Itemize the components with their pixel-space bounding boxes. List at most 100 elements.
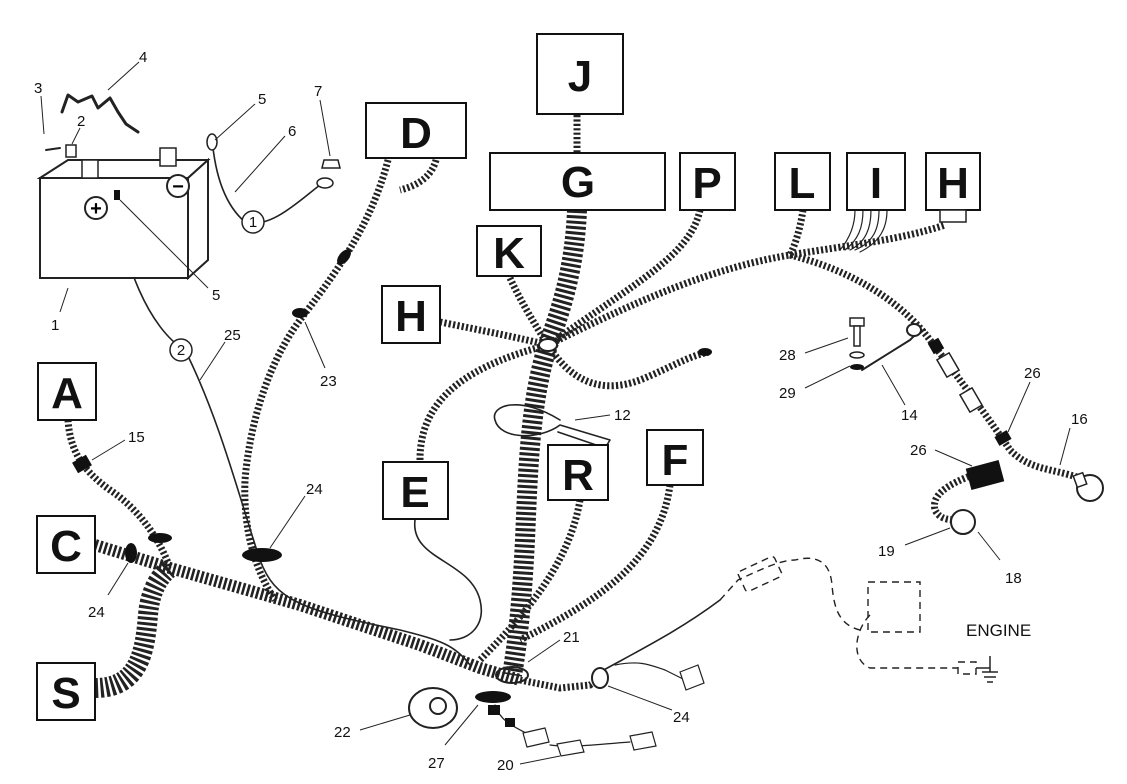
clamp-a (148, 533, 172, 543)
callout-14: 14 (901, 407, 918, 424)
callout-28: 28 (779, 347, 796, 364)
cable-6-ring (316, 177, 334, 189)
callout-7: 7 (314, 83, 322, 100)
connector-box-e: E (382, 461, 449, 520)
connector-right-b (958, 386, 984, 414)
grommet-24-right (591, 667, 609, 689)
terminal-2 (65, 144, 77, 158)
clamp-d-upper (337, 249, 351, 265)
callout-24-center: 24 (306, 481, 323, 498)
ground-symbol-icon (976, 656, 998, 683)
terminals-20-wire (494, 704, 631, 747)
connector-box-j: J (536, 33, 624, 115)
connector-26-upper (994, 430, 1012, 446)
cable-25 (117, 199, 471, 666)
callout-24-right: 24 (673, 709, 690, 726)
callout-26-lower: 26 (910, 442, 927, 459)
svg-text:K: K (493, 229, 525, 278)
l-lead-harness (786, 209, 807, 257)
d-lead-harness (241, 159, 392, 602)
engine-label: ENGINE (966, 621, 1031, 640)
callout-1: 1 (51, 317, 59, 334)
nut-7 (321, 159, 341, 169)
callout-5-battery: 5 (212, 287, 220, 304)
battery-cable-4 (60, 93, 140, 134)
g-vertical-harness (502, 209, 587, 677)
ring-terminal-lead (545, 343, 711, 390)
grommet-21 (495, 666, 529, 684)
connector-box-h-right: H (925, 152, 981, 223)
callout-21: 21 (563, 629, 580, 646)
battery-1 (36, 147, 211, 281)
callout-29: 29 (779, 385, 796, 402)
s-loop-harness (94, 559, 177, 698)
connector-26-lower (965, 459, 1005, 491)
svg-text:E: E (400, 468, 429, 517)
nut-29 (850, 364, 864, 370)
ground-strap (614, 662, 686, 681)
circled-label-1-text: 1 (249, 214, 257, 231)
terminal-20a-icon (522, 727, 550, 748)
lamp-19-icon (950, 509, 976, 535)
callout-15: 15 (128, 429, 145, 446)
battery-positive-symbol: + (90, 198, 102, 220)
main-trunk-harness (93, 539, 522, 686)
callout-23: 23 (320, 373, 337, 390)
svg-text:H: H (395, 292, 427, 341)
connector-upper-right (927, 337, 945, 355)
svg-text:C: C (50, 522, 82, 571)
callout-6: 6 (288, 123, 296, 140)
svg-text:I: I (870, 159, 882, 208)
engine-ground-dashed (856, 614, 958, 669)
circled-label-1 (241, 210, 265, 234)
i-wires (839, 209, 888, 253)
connector-box-f: F (646, 429, 704, 486)
cable-6-terminal (206, 133, 218, 151)
callout-20: 20 (497, 757, 514, 774)
callout-22: 22 (334, 724, 351, 741)
callout-27: 27 (428, 755, 445, 772)
terminal-20b-icon (556, 739, 585, 757)
screw-28-shank (853, 325, 861, 347)
grommet-22-hole (429, 697, 447, 715)
svg-text:A: A (51, 369, 83, 418)
engine-connector-dashed (737, 555, 783, 593)
terminal-20c-icon (629, 731, 657, 751)
circled-label-2-text: 2 (177, 342, 185, 359)
clamp-27 (475, 691, 511, 703)
callout-4: 4 (139, 49, 147, 66)
connector-box-c: C (36, 515, 96, 574)
callout-26-upper: 26 (1024, 365, 1041, 382)
callout-18: 18 (1005, 570, 1022, 587)
connector-box-g: G (489, 152, 666, 211)
connector-box-l: L (774, 152, 831, 211)
washer-29 (849, 351, 865, 359)
callout-12: 12 (614, 407, 631, 424)
connector-box-k: K (476, 225, 542, 278)
svg-text:G: G (561, 158, 595, 207)
callout-labels: 1 2 3 4 5 5 6 7 12 14 15 16 18 (34, 49, 1088, 774)
ground-terminal-icon (679, 664, 705, 691)
bracket-14-eye (906, 323, 922, 337)
clamp-24-left (125, 543, 137, 563)
svg-text:P: P (692, 159, 721, 208)
svg-text:F: F (662, 436, 689, 485)
trunk-to-ground-harness (519, 675, 603, 692)
callout-25: 25 (224, 327, 241, 344)
connector-box-p: P (679, 152, 736, 211)
ground-wire-21 (599, 599, 721, 673)
svg-text:H: H (937, 159, 969, 208)
f-lead-harness (518, 484, 674, 644)
callout-5-top: 5 (258, 91, 266, 108)
connector-box-d: D (365, 102, 467, 159)
svg-text:D: D (400, 109, 432, 158)
engine-outline (719, 557, 861, 631)
svg-text:R: R (562, 451, 594, 500)
circled-label-2 (169, 338, 193, 362)
connector-box-r: R (547, 444, 609, 501)
callout-2: 2 (77, 113, 85, 130)
lamp-16-socket (1072, 471, 1088, 489)
callout-16: 16 (1071, 411, 1088, 428)
e-wire (414, 519, 483, 641)
a-lead-harness (64, 419, 174, 570)
